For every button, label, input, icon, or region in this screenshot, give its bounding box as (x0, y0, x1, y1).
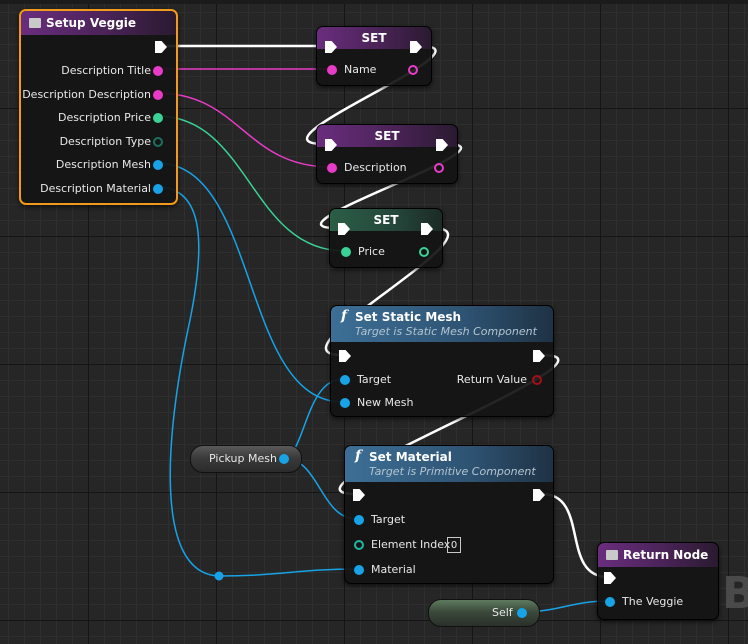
set-static-mesh-target-label: Target (357, 373, 392, 386)
function-entry-icon (29, 18, 41, 28)
pin-label-description-material: Description Material (40, 182, 151, 195)
set-price-title: SET (373, 213, 399, 227)
set-price-header[interactable]: SET (330, 209, 442, 231)
setup-veggie-header[interactable]: Setup Veggie (21, 11, 176, 35)
set-material-target-label: Target (371, 513, 406, 526)
pin-description-title[interactable] (153, 66, 163, 76)
set-material-subtitle: Target is Primitive Component (369, 465, 536, 478)
setup-veggie-node[interactable]: Setup Veggie Description Title Descripti… (19, 9, 178, 205)
set-description-pin-description[interactable] (327, 163, 337, 173)
setup-veggie-exec-out[interactable] (155, 41, 167, 53)
set-description-header[interactable]: SET (317, 125, 457, 147)
exec-wire-set-price-to-set-static-mesh (324, 226, 450, 357)
set-price-pin-out[interactable] (419, 247, 429, 257)
set-description-title: SET (374, 129, 400, 143)
pin-description-material[interactable] (153, 184, 163, 194)
wire-mesh-to-new-mesh (156, 162, 344, 403)
pin-label-description-type: Description Type (59, 135, 151, 148)
set-name-pin-label: Name (344, 63, 377, 76)
pin-label-description-price: Description Price (58, 111, 151, 124)
set-name-node[interactable]: SET Name (316, 26, 432, 86)
set-material-header[interactable]: f Set Material Target is Primitive Compo… (345, 446, 553, 482)
self-node[interactable]: Self (428, 599, 540, 627)
set-price-node[interactable]: SET Price (329, 208, 443, 268)
pin-label-description-description: Description Description (22, 88, 151, 101)
set-material-pin-material[interactable] (354, 565, 364, 575)
set-price-exec-in[interactable] (338, 223, 350, 235)
self-label: Self (492, 606, 513, 619)
return-node-header[interactable]: Return Node (598, 543, 718, 567)
set-name-pin-out[interactable] (408, 65, 418, 75)
set-name-exec-out[interactable] (410, 41, 422, 53)
exec-wire-set-description-to-set-price (319, 142, 463, 230)
reroute-knot (214, 571, 224, 581)
set-static-mesh-node[interactable]: f Set Static Mesh Target is Static Mesh … (330, 305, 554, 417)
corner-letter-watermark: B (722, 568, 748, 619)
return-node-title: Return Node (623, 548, 709, 562)
set-static-mesh-exec-out[interactable] (533, 350, 545, 362)
set-price-pin-price[interactable] (341, 247, 351, 257)
return-node-exec-in[interactable] (604, 572, 616, 584)
set-description-exec-in[interactable] (325, 139, 337, 151)
exec-wire-set-material-to-return (541, 492, 609, 579)
exec-wire-set-name-to-set-description (305, 44, 437, 146)
graph-top-strip (0, 0, 748, 4)
setup-veggie-title: Setup Veggie (46, 16, 137, 30)
pickup-mesh-pin[interactable] (279, 454, 289, 464)
wire-material-to-reroute (156, 186, 220, 577)
wire-reroute-to-material (218, 568, 358, 577)
pickup-mesh-label: Pickup Mesh (209, 452, 277, 465)
set-static-mesh-new-mesh-label: New Mesh (357, 396, 414, 409)
set-material-element-index-label: Element Index (371, 538, 451, 551)
set-description-node[interactable]: SET Description (316, 124, 458, 184)
set-material-pin-target[interactable] (354, 515, 364, 525)
pin-description-mesh[interactable] (153, 160, 163, 170)
wire-price-to-price (156, 115, 346, 252)
pin-label-description-mesh: Description Mesh (55, 158, 151, 171)
set-static-mesh-pin-return[interactable] (532, 375, 542, 385)
element-index-input[interactable]: 0 (447, 537, 461, 553)
function-icon: f (355, 448, 362, 464)
set-material-title: Set Material (369, 450, 452, 464)
set-description-pin-out[interactable] (434, 163, 444, 173)
set-name-exec-in[interactable] (325, 41, 337, 53)
set-static-mesh-exec-in[interactable] (339, 350, 351, 362)
set-material-node[interactable]: f Set Material Target is Primitive Compo… (344, 445, 554, 584)
set-description-pin-label: Description (344, 161, 407, 174)
return-node[interactable]: Return Node The Veggie (597, 542, 719, 620)
set-static-mesh-title: Set Static Mesh (355, 310, 462, 324)
set-name-header[interactable]: SET (317, 27, 431, 49)
pin-description-price[interactable] (153, 113, 163, 123)
set-material-material-label: Material (371, 563, 416, 576)
pin-description-type[interactable] (153, 137, 163, 147)
return-node-pin-label: The Veggie (622, 595, 684, 608)
set-static-mesh-subtitle: Target is Static Mesh Component (355, 325, 537, 338)
pin-description-description[interactable] (153, 90, 163, 100)
set-name-pin-name[interactable] (327, 65, 337, 75)
set-material-pin-element-index[interactable] (354, 540, 364, 550)
set-static-mesh-pin-target[interactable] (340, 375, 350, 385)
function-result-icon (606, 550, 618, 560)
return-node-pin-the-veggie[interactable] (605, 597, 615, 607)
pickup-mesh-variable-node[interactable]: Pickup Mesh (190, 445, 302, 473)
function-icon: f (341, 308, 348, 324)
set-price-pin-label: Price (358, 245, 385, 258)
set-material-exec-out[interactable] (533, 489, 545, 501)
set-static-mesh-return-label: Return Value (456, 373, 527, 386)
wire-description-to-description (156, 92, 332, 168)
set-name-title: SET (361, 31, 387, 45)
set-price-exec-out[interactable] (421, 223, 433, 235)
set-description-exec-out[interactable] (436, 139, 448, 151)
set-static-mesh-header[interactable]: f Set Static Mesh Target is Static Mesh … (331, 306, 553, 342)
set-static-mesh-pin-new-mesh[interactable] (340, 398, 350, 408)
exec-wire-set-static-mesh-to-set-material (338, 353, 560, 496)
self-pin[interactable] (517, 608, 527, 618)
set-material-exec-in[interactable] (353, 489, 365, 501)
pin-label-description-title: Description Title (61, 64, 151, 77)
